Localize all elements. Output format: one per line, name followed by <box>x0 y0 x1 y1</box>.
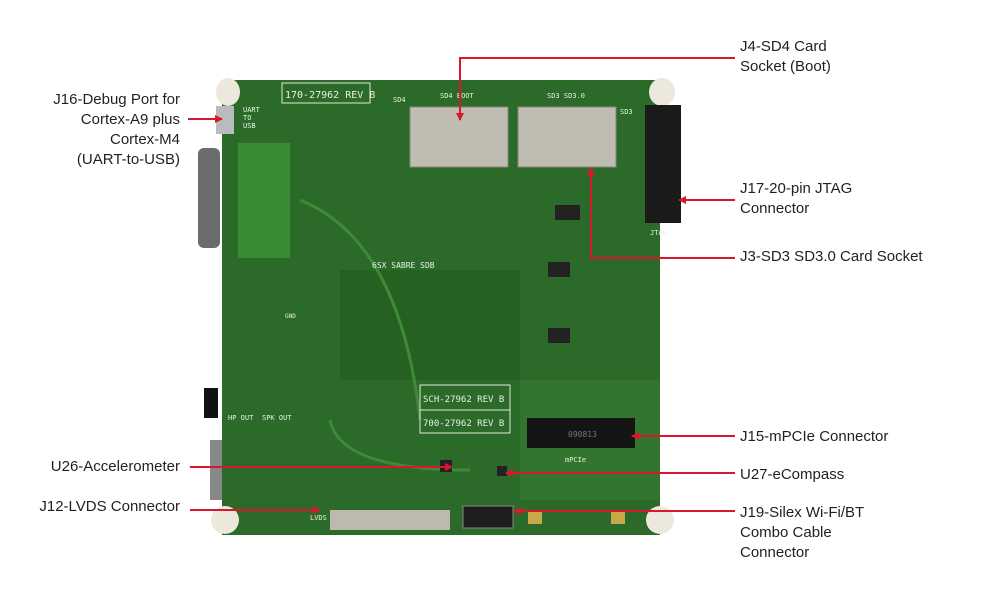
callout-text: J3-SD3 SD3.0 Card Socket <box>740 248 923 265</box>
silk-sd4-boot: SD4 BOOT <box>440 92 475 100</box>
silk-spk-out: SPK OUT <box>262 414 292 422</box>
callout-text: J4-SD4 Card <box>740 38 827 55</box>
silk-gnd: GND <box>285 313 296 320</box>
callout-text: U26-Accelerometer <box>50 458 180 475</box>
callout-u27: U27-eCompass <box>740 465 844 485</box>
callout-text: Connector <box>740 544 810 561</box>
callout-j3: J3-SD3 SD3.0 Card Socket <box>740 247 923 267</box>
silk-lvds: LVDS <box>310 514 327 522</box>
silk-mpcie: mPCIe <box>565 456 586 464</box>
silk-sd3: SD3 SD3.0 <box>547 92 585 100</box>
callout-j16: J16-Debug Port for Cortex-A9 plus Cortex… <box>53 90 180 170</box>
silk-sd4: SD4 <box>393 96 406 104</box>
callout-u26: U26-Accelerometer <box>51 457 180 477</box>
mpcie-connector <box>527 418 635 448</box>
callout-j15: J15-mPCIe Connector <box>740 427 888 447</box>
callout-line-j3 <box>587 167 735 259</box>
lvds-connector <box>330 510 450 530</box>
silk-to: TO <box>243 114 251 122</box>
callout-text: J17-20-pin JTAG <box>740 180 853 197</box>
callout-text: Cortex-A9 plus <box>80 111 180 128</box>
callout-lines <box>188 57 735 515</box>
silk-sch: SCH-27962 REV B <box>423 395 504 405</box>
callout-text: J15-mPCIe Connector <box>740 428 889 445</box>
silk-part-top: 170-27962 REV B <box>285 90 375 101</box>
silk-board-name: 6SX SABRE SDB <box>372 261 435 270</box>
silk-uart: UART <box>243 106 261 114</box>
jtag-connector <box>645 105 681 223</box>
callout-line-j4 <box>456 57 735 121</box>
callout-text: Combo Cable <box>740 524 832 541</box>
callout-text: U27-eCompass <box>740 466 845 483</box>
silk-hp-out: HP OUT <box>228 414 254 422</box>
serial-connector <box>198 148 220 248</box>
callout-text: J12-LVDS Connector <box>39 498 180 515</box>
callout-j4: J4-SD4 Card Socket (Boot) <box>740 37 831 77</box>
usb-port-j16 <box>216 106 234 134</box>
u27-chip <box>497 466 507 476</box>
j19-connector <box>462 505 514 529</box>
silk-jtag: JTAG <box>650 229 667 237</box>
silk-mpcie-code: 090813 <box>568 430 597 439</box>
callout-text: Connector <box>740 200 810 217</box>
callout-j19: J19-Silex Wi-Fi/BT Combo Cable Connector <box>740 503 864 563</box>
pcb-board: 170-27962 REV B SD4 SD4 BOOT SD3 SD3.0 S… <box>198 78 681 535</box>
silk-sd3-label: SD3 <box>620 108 633 116</box>
sd3-socket <box>517 106 617 168</box>
callout-j12: J12-LVDS Connector <box>39 497 180 517</box>
silk-part-bottom: 700-27962 REV B <box>423 419 504 429</box>
callout-text: J19-Silex Wi-Fi/BT <box>740 504 865 521</box>
callout-text: (UART-to-USB) <box>76 151 180 168</box>
callout-text: J16-Debug Port for <box>53 91 180 108</box>
silk-usb: USB <box>243 122 256 130</box>
callout-j17: J17-20-pin JTAG Connector <box>740 179 852 219</box>
callout-text: Socket (Boot) <box>740 58 831 75</box>
callout-text: Cortex-M4 <box>109 131 180 148</box>
